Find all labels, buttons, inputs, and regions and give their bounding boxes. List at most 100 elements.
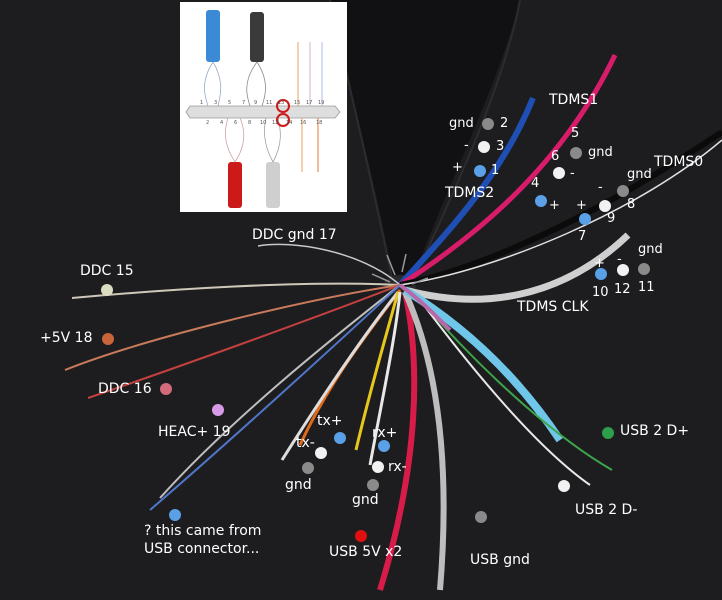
inset-pin-bottom: 2 (206, 120, 210, 126)
label-pin-1: 1 (491, 163, 500, 178)
wire-pink-center (398, 283, 452, 332)
pin-dot-ddc15 (101, 284, 113, 296)
inset-pin-top: 15 (294, 100, 301, 106)
label-pin-11: 11 (638, 280, 655, 295)
label-usb-from-2: USB connector... (144, 541, 260, 557)
inset-pin-top: 1 (200, 100, 204, 106)
wire-blue-usb-shield (402, 286, 564, 443)
label-minus-12: - (617, 252, 622, 267)
label-gnd-5: gnd (588, 145, 613, 160)
label-tx-plus: tx+ (317, 413, 343, 429)
label-pin-6: 6 (551, 149, 560, 164)
wire-black-tdms0 (399, 129, 722, 288)
label-5v-18: +5V 18 (40, 330, 93, 346)
pin-dot-minus-3 (478, 141, 490, 153)
inset-pin-top: 13 (278, 100, 285, 106)
pin-dot-minus-9 (599, 200, 611, 212)
label-plus-10: + (594, 256, 605, 271)
label-pin-4: 4 (531, 176, 540, 191)
pin-dot-plus-10 (595, 268, 607, 280)
label-usb2-dminus: USB 2 D- (575, 502, 638, 518)
label-pin-2: 2 (500, 116, 509, 131)
label-plus-7: + (576, 198, 587, 213)
label-pin-3: 3 (496, 139, 505, 154)
label-gnd-tx: gnd (285, 477, 312, 493)
pin-dot-minus-6 (553, 167, 565, 179)
inset-pin-top: 7 (242, 100, 246, 106)
inset-pin-bottom: 16 (300, 120, 307, 126)
wire-ddc16 (87, 284, 401, 399)
pin-dot-rx-plus (378, 440, 390, 452)
label-pin-8: 8 (627, 197, 636, 212)
label-pin-9: 9 (607, 211, 616, 226)
wire-white-clk (404, 232, 631, 303)
pin-dot-gnd-rx (367, 479, 379, 491)
pin-dot-usb5v (355, 530, 367, 542)
wire-ddc-gnd (257, 243, 401, 286)
cable-jacket (330, 0, 520, 290)
inset-pin-bottom: 18 (316, 120, 323, 126)
label-gnd-rx: gnd (352, 492, 379, 508)
label-pin-10: 10 (592, 285, 609, 300)
label-minus-3: - (464, 138, 469, 153)
label-tdms1: TDMS1 (549, 92, 599, 108)
label-ddc-gnd: DDC gnd 17 (252, 227, 337, 243)
inset-pin-bottom: 10 (260, 120, 267, 126)
pin-dot-5v-18 (102, 333, 114, 345)
inset-pin-top: 11 (266, 100, 273, 106)
label-pin-7: 7 (578, 229, 587, 244)
wire-white-usb (419, 299, 591, 486)
pin-dot-usb2-dplus (602, 427, 614, 439)
pin-dot-usb2-dminus (558, 480, 570, 492)
inset-pin-top: 17 (306, 100, 313, 106)
label-plus-1: + (452, 160, 463, 175)
wire-red-5v (377, 291, 418, 591)
inset-pin-bottom: 12 (272, 120, 279, 126)
pinout-inset-diagram: 1 3 5 7 9 11 13 15 17 19 2 4 6 8 10 12 1… (180, 2, 347, 212)
cable-jacket-edge (411, 0, 521, 284)
label-minus-6: - (570, 166, 575, 181)
wire-yellow-rx (354, 291, 400, 451)
wire-usb-unknown (149, 284, 401, 511)
label-gnd-11: gnd (638, 242, 663, 257)
label-usb2-dplus: USB 2 D+ (620, 423, 690, 439)
label-gnd-8: gnd (627, 167, 652, 182)
inset-pin-bottom: 8 (248, 120, 252, 126)
wire-heac (159, 284, 401, 499)
pin-dot-ddc16 (160, 383, 172, 395)
wire-green-usb (419, 299, 613, 471)
label-tdms2: TDMS2 (445, 185, 495, 201)
label-heac: HEAC+ 19 (158, 424, 231, 440)
wire-gray-gnd (402, 290, 447, 591)
pin-dot-plus-7 (579, 213, 591, 225)
pin-dot-gnd-11 (638, 263, 650, 275)
pin-dot-heac (212, 404, 224, 416)
label-usb-gnd: USB gnd (470, 552, 530, 568)
wire-white-tdms0 (399, 139, 722, 286)
label-tdms0: TDMS0 (654, 154, 704, 170)
inset-pin-bottom: 14 (286, 120, 293, 126)
pin-dot-plus-4 (535, 195, 547, 207)
wire-pink-tdms1 (398, 53, 618, 288)
pin-dot-tx-minus (315, 447, 327, 459)
inset-pin-top: 3 (214, 100, 218, 106)
pin-dot-gnd-8 (617, 185, 629, 197)
inset-pin-top: 9 (254, 100, 258, 106)
pin-dot-usb-unknown (169, 509, 181, 521)
inset-pin-top: 19 (318, 100, 325, 106)
pin-dot-gnd-2 (482, 118, 494, 130)
wire-white-rx (368, 291, 402, 466)
pin-dot-usb-gnd (475, 511, 487, 523)
pin-dot-rx-minus (372, 461, 384, 473)
pin-dot-minus-12 (617, 264, 629, 276)
wire-white-tx (280, 291, 400, 461)
label-plus-4: + (549, 198, 560, 213)
label-pin-5: 5 (571, 126, 580, 141)
label-ddc16: DDC 16 (98, 381, 152, 397)
label-gnd-2: gnd (449, 116, 474, 131)
inset-pin-bottom: 6 (234, 120, 238, 126)
inset-pin-bottom: 4 (220, 120, 224, 126)
label-rx-minus: rx- (388, 459, 407, 475)
inset-pin-top: 5 (228, 100, 232, 106)
label-tx-minus: tx- (296, 435, 315, 451)
